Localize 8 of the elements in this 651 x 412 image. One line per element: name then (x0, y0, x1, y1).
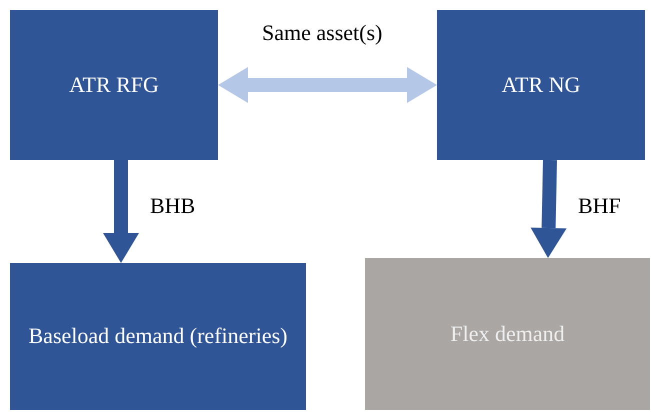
node-label: ATR NG (502, 70, 580, 99)
process-box (10, 10, 218, 160)
node-label: Flex demand (450, 320, 565, 348)
process-box (365, 258, 650, 410)
node-label: Baseload demand (refineries) (28, 322, 288, 350)
node-label: ATR RFG (69, 70, 159, 99)
process-box (10, 263, 306, 410)
process-box (437, 10, 645, 160)
